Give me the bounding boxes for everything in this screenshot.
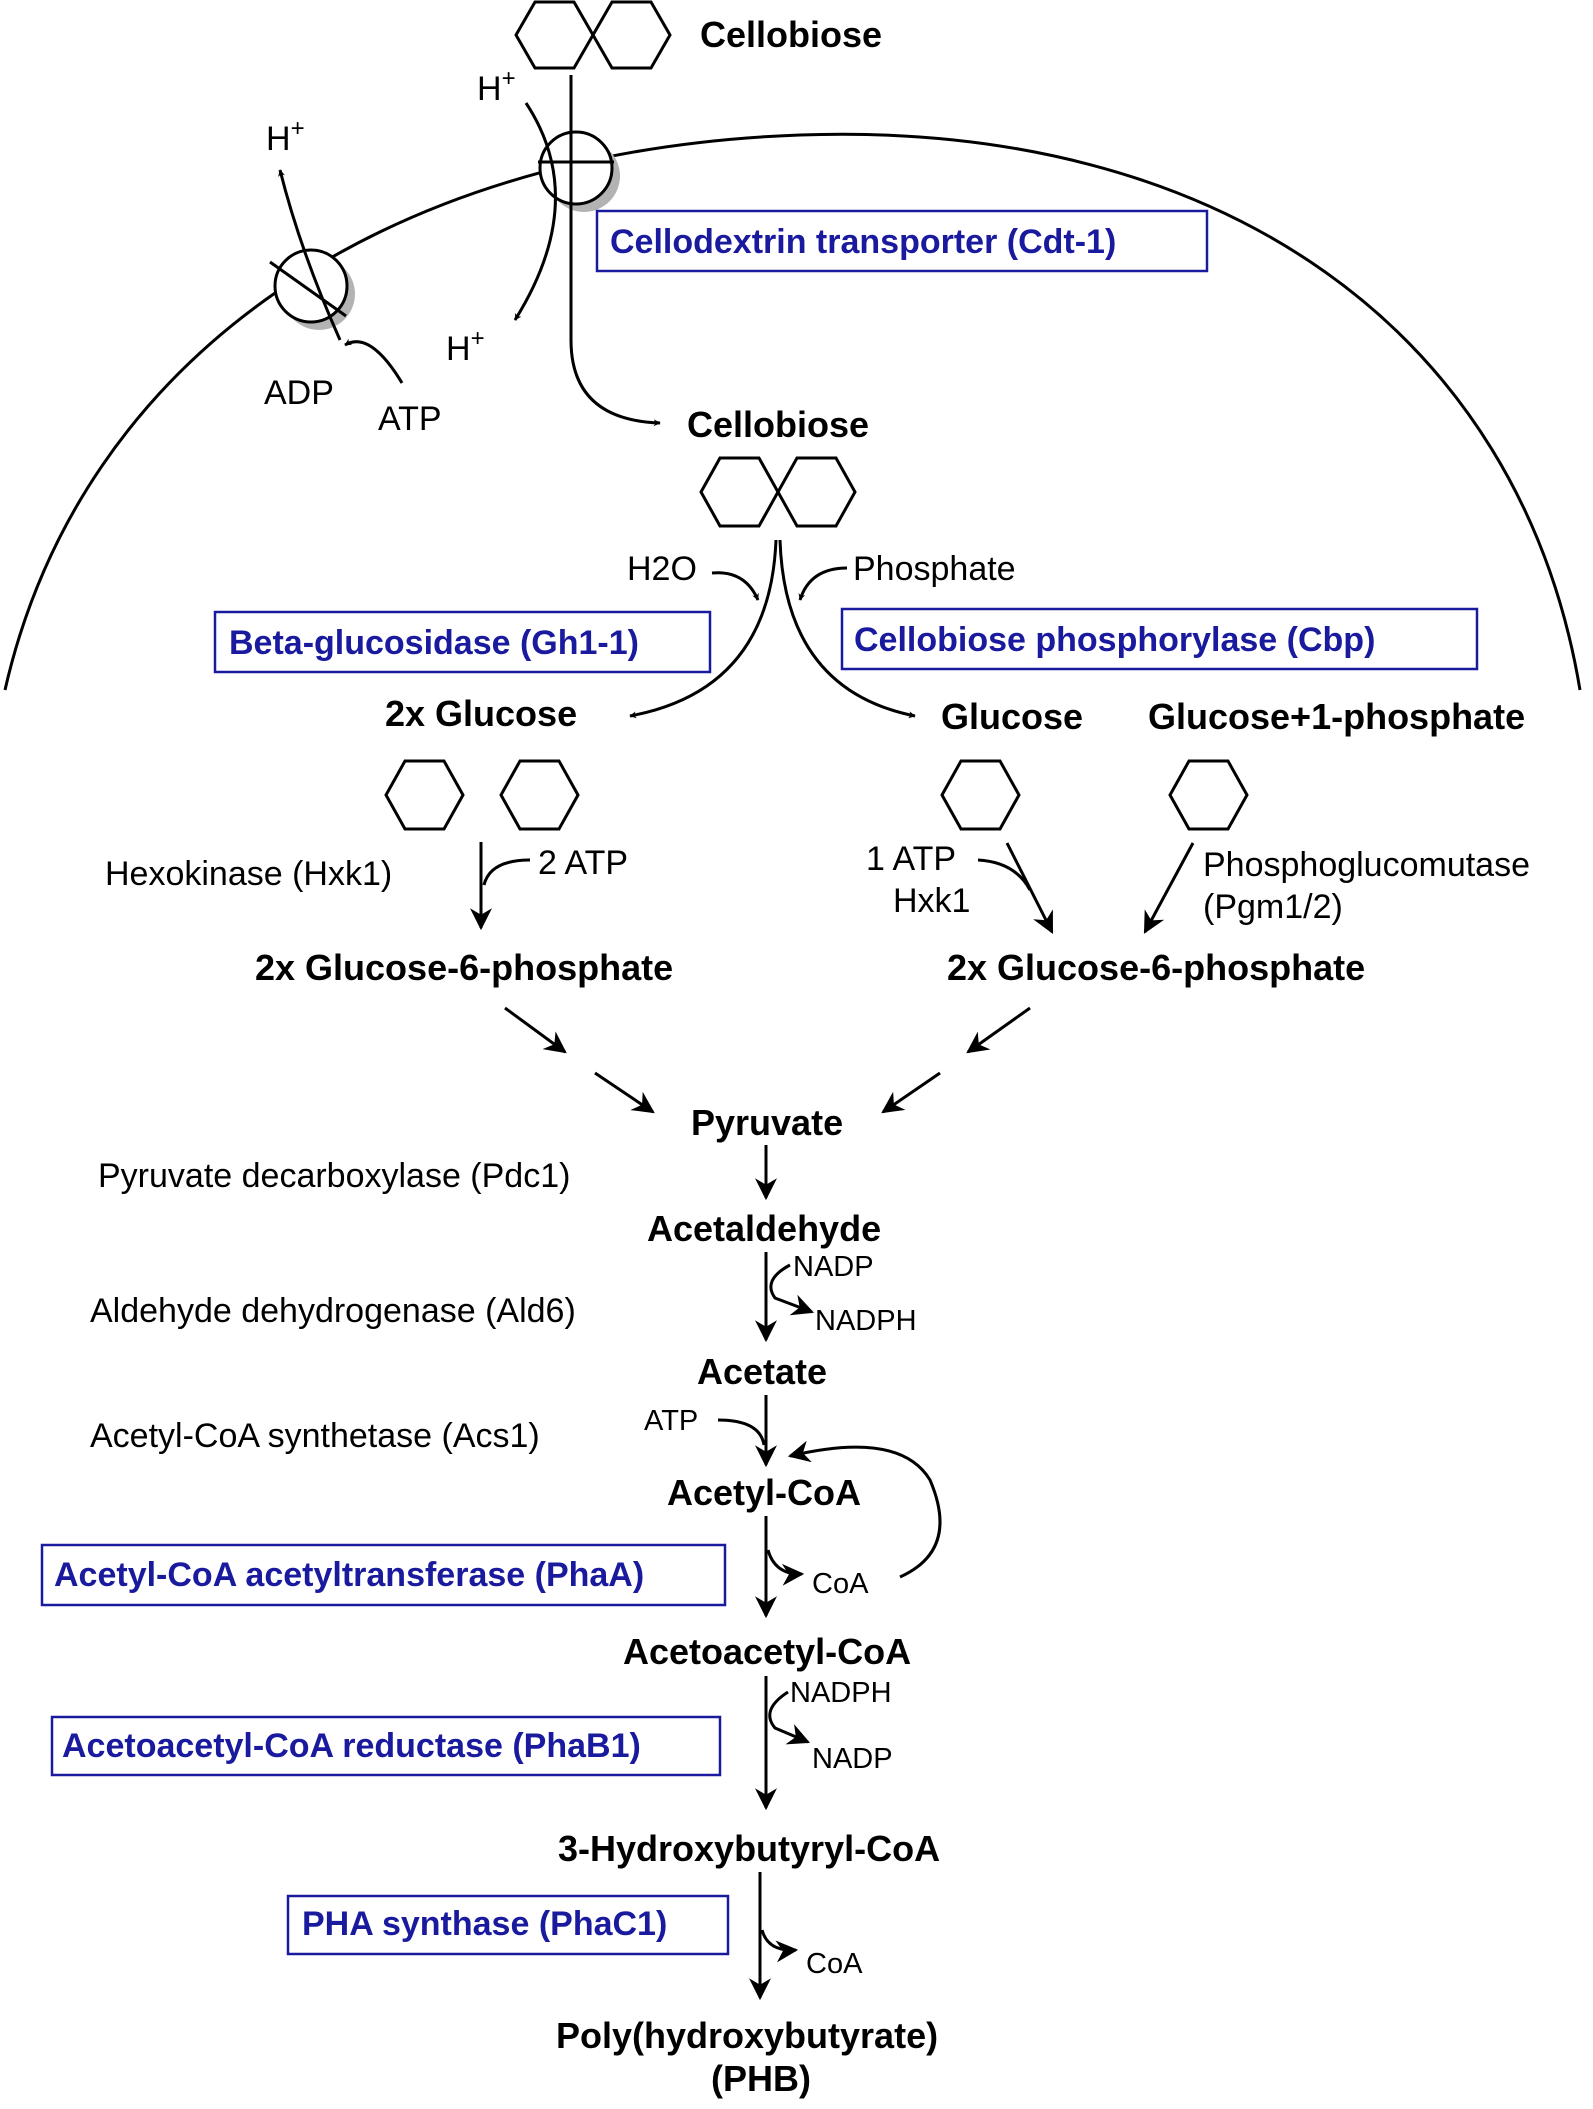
- cell-membrane: [3, 132, 1582, 691]
- hexokinase-label: Hexokinase (Hxk1): [105, 855, 392, 893]
- ald6-label: Aldehyde dehydrogenase (Ald6): [90, 1292, 576, 1330]
- cellobiose-in-structure: [699, 456, 857, 528]
- pgm-label-1: Phosphoglucomutase: [1203, 846, 1530, 884]
- arrow-h-plus-export: [278, 169, 342, 341]
- cbp-label: Cellobiose phosphorylase (Cbp): [854, 621, 1375, 659]
- phosphate-label: Phosphate: [853, 550, 1016, 588]
- phb-label-2: (PHB): [711, 2058, 811, 2099]
- acetoacetyl-coa-label: Acetoacetyl-CoA: [623, 1631, 911, 1672]
- pdc1-label: Pyruvate decarboxylase (Pdc1): [98, 1157, 570, 1195]
- gh1-label: Beta-glucosidase (Gh1-1): [229, 624, 639, 662]
- arrow-glycolysis-left-2: [594, 1071, 655, 1114]
- cdt1-transporter-icon: [538, 130, 614, 206]
- h-plus-inner: H+: [446, 325, 485, 368]
- acs1-label: Acetyl-CoA synthetase (Acs1): [90, 1417, 540, 1455]
- g6p-left-label: 2x Glucose-6-phosphate: [255, 947, 673, 988]
- arrow-coa-recycle: [787, 1440, 942, 1579]
- acetaldehyde-label: Acetaldehyde: [647, 1208, 881, 1249]
- arrow-coa-release-phaC: [760, 1929, 799, 1963]
- arrow-coa-release-phaA: [766, 1549, 805, 1586]
- atp-hook-right: [977, 858, 1032, 891]
- atpase-pump-icon: [273, 248, 349, 324]
- 3hb-coa-label: 3-Hydroxybutyryl-CoA: [558, 1828, 940, 1869]
- arrow-glycolysis-right-1: [966, 1006, 1031, 1054]
- coa-phaC-label: CoA: [806, 1948, 863, 1980]
- atp-acs-label: ATP: [644, 1405, 698, 1437]
- arrow-to-2x-glucose: [629, 539, 778, 719]
- arrow-h2o-in: [711, 571, 760, 601]
- phaB1-label: Acetoacetyl-CoA reductase (PhaB1): [62, 1727, 641, 1765]
- cbp-box: [840, 607, 1479, 671]
- glucose-1p-label: Glucose+1-phosphate: [1148, 696, 1525, 737]
- phaB1-box: [50, 1715, 722, 1777]
- coa-phaA-label: CoA: [812, 1568, 869, 1600]
- acetate-label: Acetate: [697, 1351, 827, 1392]
- nadph-in-label: NADPH: [790, 1677, 892, 1709]
- pyruvate-label: Pyruvate: [691, 1102, 843, 1143]
- pump-membrane-line: [269, 260, 347, 318]
- arrow-h-plus-symport: [513, 102, 557, 321]
- phaA-box: [40, 1543, 727, 1607]
- two-atp-label: 2 ATP: [538, 844, 628, 882]
- cellobiose-out-structure: [514, 0, 672, 70]
- arrow-to-glucose: [778, 539, 916, 719]
- glucose-label: Glucose: [941, 696, 1083, 737]
- hxk1-short-label: Hxk1: [893, 882, 970, 920]
- nadph-out-label: NADPH: [815, 1305, 917, 1337]
- glucose-structures: [384, 759, 1249, 831]
- atp-pump-label: ATP: [378, 400, 442, 438]
- gh1-box: [213, 610, 712, 674]
- arrow-glycolysis-left-1: [504, 1006, 567, 1054]
- cellobiose-outside-label: Cellobiose: [700, 14, 882, 55]
- nadp-in-label: NADP: [793, 1251, 874, 1283]
- cellobiose-inside-label: Cellobiose: [687, 404, 869, 445]
- g6p-right-label: 2x Glucose-6-phosphate: [947, 947, 1365, 988]
- h-plus-top: H+: [477, 65, 516, 108]
- pgm-label-2: (Pgm1/2): [1203, 888, 1343, 926]
- atp-hook-left: [482, 858, 531, 886]
- arrow-nadp-to-nadph: [769, 1263, 815, 1316]
- phaA-label: Acetyl-CoA acetyltransferase (PhaA): [54, 1556, 644, 1594]
- arrow-cellobiose-import: [569, 75, 661, 427]
- acetyl-coa-label: Acetyl-CoA: [667, 1472, 861, 1513]
- arrow-atp-to-adp: [344, 338, 404, 384]
- nadp-out-label: NADP: [812, 1743, 893, 1775]
- cdt1-box: [595, 209, 1209, 273]
- arrow-glycolysis-right-2: [881, 1071, 941, 1114]
- arrow-nadph-to-nadp: [768, 1690, 811, 1745]
- one-atp-label: 1 ATP: [866, 840, 956, 878]
- adp-label: ADP: [264, 374, 334, 412]
- arrow-phosphate-in: [798, 566, 848, 601]
- phaC1-label: PHA synthase (PhaC1): [302, 1905, 667, 1943]
- atp-hook-acs: [717, 1418, 766, 1446]
- h2o-label: H2O: [627, 550, 697, 588]
- 2x-glucose-label: 2x Glucose: [385, 693, 577, 734]
- h-plus-left: H+: [266, 115, 305, 158]
- phb-label-1: Poly(hydroxybutyrate): [556, 2015, 938, 2056]
- phaC1-box: [286, 1894, 730, 1956]
- arrow-g1p-to-g6p: [1143, 842, 1195, 934]
- cdt1-label: Cellodextrin transporter (Cdt-1): [610, 223, 1116, 261]
